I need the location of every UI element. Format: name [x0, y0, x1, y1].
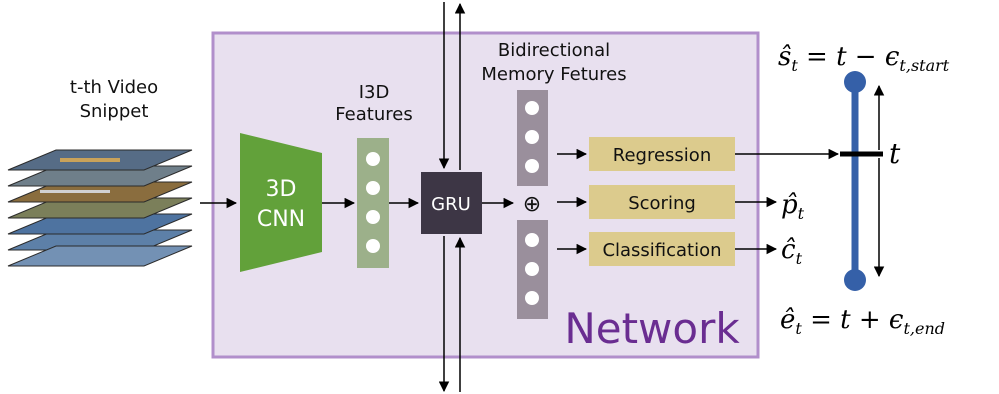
timeline-t-label: t [889, 137, 901, 170]
i3d-feature-node [366, 181, 380, 195]
p-hat-output: p̂t [781, 190, 805, 223]
input-label-line2: Snippet [80, 101, 149, 122]
start-equation: ŝt = t − ϵt,start [778, 42, 950, 75]
cnn-label-line1: 3D [266, 177, 297, 202]
video-snippet-stack [7, 149, 193, 267]
memory-node [525, 291, 539, 305]
gru-block [421, 172, 482, 234]
cnn-block [240, 133, 322, 272]
classification-label: Classification [602, 240, 721, 261]
memory-node [525, 130, 539, 144]
concat-symbol: ⊕ [523, 192, 541, 217]
network-label: Network [564, 304, 740, 353]
c-hat-output: ĉt [781, 235, 803, 268]
i3d-feature-node [366, 210, 380, 224]
end-equation: êt = t + ϵt,end [780, 305, 945, 338]
memory-node [525, 233, 539, 247]
scoring-head [589, 185, 735, 219]
cnn-label-line2: CNN [257, 207, 305, 232]
i3d-feature-node [366, 152, 380, 166]
regression-head [589, 137, 735, 171]
classification-head [589, 232, 735, 266]
i3d-feature-node [366, 239, 380, 253]
gru-label: GRU [431, 194, 471, 215]
memory-node [525, 101, 539, 115]
regression-label: Regression [613, 145, 711, 166]
memory-node [525, 159, 539, 173]
scoring-label: Scoring [628, 193, 696, 214]
i3d-label-line1: I3D [359, 82, 390, 103]
memory-label-line1: Bidirectional [498, 40, 610, 61]
i3d-label-line2: Features [335, 104, 412, 125]
input-label-line1: t-th Video [70, 77, 158, 98]
timeline-start-dot [844, 71, 866, 93]
memory-label-line2: Memory Fetures [481, 64, 626, 85]
memory-node [525, 262, 539, 276]
timeline-end-dot [844, 269, 866, 291]
